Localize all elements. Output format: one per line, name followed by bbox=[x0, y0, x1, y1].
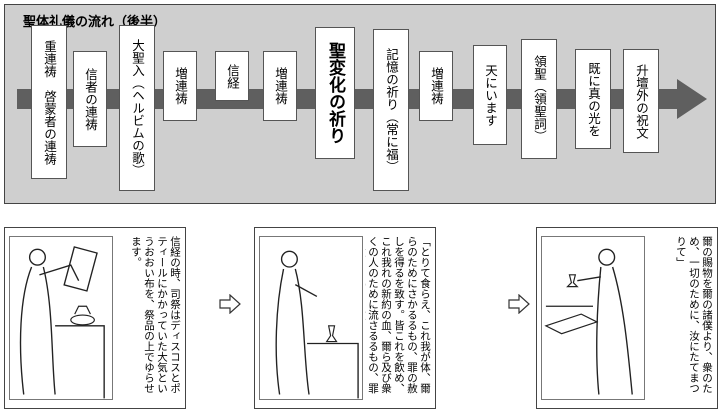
step-great-entrance: 大聖入（ヘルビムの歌） bbox=[119, 25, 155, 191]
liturgy-flow-panel: 聖体礼儀の流れ（後半） 重連祷 啓蒙者の連祷 信者の連祷 大聖入（ヘルビムの歌）… bbox=[4, 4, 716, 204]
panel-caption: 「とりて食らえ、これ我が体、爾らのためにさかるるもの、罪の赦しを得るを致す。皆こ… bbox=[365, 236, 431, 394]
step-epiclesis-prayer: 聖変化の祈り bbox=[315, 27, 355, 159]
step-true-light: 既に真の光を bbox=[575, 49, 611, 149]
priest-illustration bbox=[9, 236, 113, 400]
step-great-litany: 重連祷 啓蒙者の連祷 bbox=[31, 25, 67, 179]
priest-illustration bbox=[541, 236, 645, 400]
step-lords-prayer: 天にいます bbox=[473, 45, 507, 145]
step-augmented-litany-2: 増連祷 bbox=[263, 51, 297, 121]
step-creed: 信経 bbox=[215, 51, 249, 101]
panel-creed-veil: 信経の時、司祭はディスコスとポティールにかかっていた大気というおおい布を、祭品の… bbox=[4, 227, 186, 409]
panel-words-of-institution: 「とりて食らえ、これ我が体、爾らのためにさかるるもの、罪の赦しを得るを致す。皆こ… bbox=[254, 227, 436, 409]
step-faithful-litany: 信者の連祷 bbox=[73, 51, 107, 147]
step-dismissal-prayer: 升壇外の祝文 bbox=[623, 49, 659, 153]
step-anamnesis-prayer: 記憶の祈り（常に福） bbox=[373, 29, 409, 191]
next-arrow-icon bbox=[219, 294, 241, 314]
next-arrow-icon bbox=[508, 294, 530, 314]
panel-caption: 爾の賜物を爾の諸僕より、衆のため、一切のために、汝にたてまつりて」 bbox=[675, 236, 713, 394]
panel-offering: 爾の賜物を爾の諸僕より、衆のため、一切のために、汝にたてまつりて」 bbox=[536, 227, 718, 409]
step-augmented-litany-1: 増連祷 bbox=[163, 51, 197, 121]
step-augmented-litany-3: 増連祷 bbox=[419, 51, 453, 121]
step-communion: 領聖（領聖詞） bbox=[521, 39, 557, 159]
priest-illustration bbox=[259, 236, 363, 400]
panel-caption: 信経の時、司祭はディスコスとポティールにかかっていた大気というおおい布を、祭品の… bbox=[130, 236, 181, 394]
